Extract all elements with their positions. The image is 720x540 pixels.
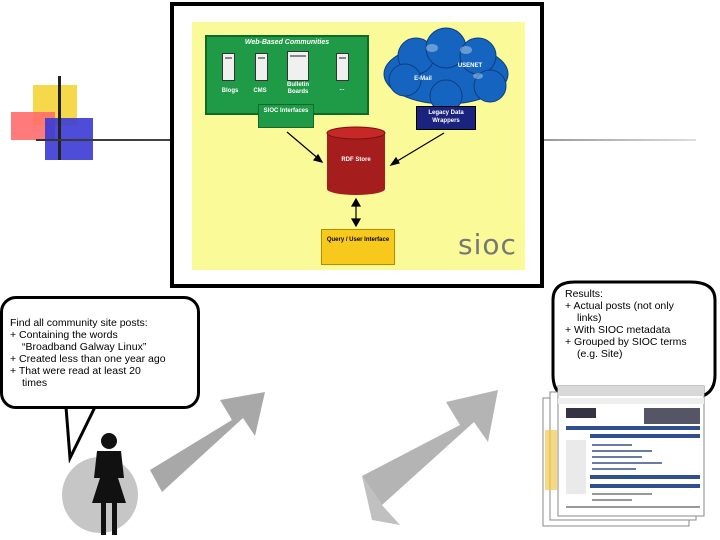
results-line: Results: (565, 288, 603, 300)
query-line: times (22, 377, 48, 389)
service-label-blogs: Blogs (221, 88, 239, 94)
sioc-interfaces-label: SIOC Interfaces (263, 108, 309, 114)
grey-arrow-right (362, 390, 498, 525)
cloud-icon (383, 27, 509, 113)
results-description: Results: + Actual posts (not only links)… (565, 288, 715, 360)
query-line: + Containing the words (10, 329, 118, 341)
results-line: + With SIOC metadata (565, 324, 671, 336)
email-label: E-Mail (414, 76, 432, 82)
service-label-bulletin-boards: Bulletin Boards (287, 82, 309, 95)
decor-vertical-line (58, 76, 61, 160)
service-label-more: ... (339, 86, 345, 92)
diagram-arrows (286, 131, 445, 228)
query-line: + Created less than one year ago (10, 353, 166, 365)
query-line: Find all community site posts: (10, 317, 148, 329)
legacy-wrappers-box (416, 106, 476, 130)
sioc-logo: sioc (458, 228, 517, 261)
rdf-store-label: RDF Store (341, 157, 371, 163)
query-interface-box (321, 229, 395, 265)
results-line: (e.g. Site) (577, 348, 623, 360)
query-description: Find all community site posts: + Contain… (10, 317, 202, 389)
web-communities-title: Web-Based Communities (244, 39, 330, 46)
left-bubble-tail (64, 406, 97, 464)
blogs-server-icon (222, 53, 235, 81)
query-line: “Broadband Galway Linux” (22, 341, 147, 353)
left-speech-bubble (0, 296, 200, 409)
legacy-wrappers-label: Legacy Data Wrappers (428, 110, 464, 124)
usenet-label: USENET (457, 63, 483, 69)
results-line: + Grouped by SIOC terms (565, 336, 687, 348)
query-interface-label: Query / User Interface (326, 237, 390, 243)
cms-server-icon (255, 53, 268, 81)
results-line: links) (577, 312, 602, 324)
results-screenshots-stack (542, 385, 705, 527)
bulletin-board-server-icon (287, 51, 309, 81)
query-line: + That were read at least 20 (10, 365, 141, 377)
person-icon (92, 433, 126, 535)
more-server-icon (336, 53, 349, 81)
service-label-cms: CMS (253, 88, 267, 94)
rdf-store-cylinder (326, 126, 386, 195)
cloud-blobs (426, 44, 483, 79)
sioc-interfaces-box (258, 104, 314, 128)
results-line: + Actual posts (not only (565, 300, 674, 312)
